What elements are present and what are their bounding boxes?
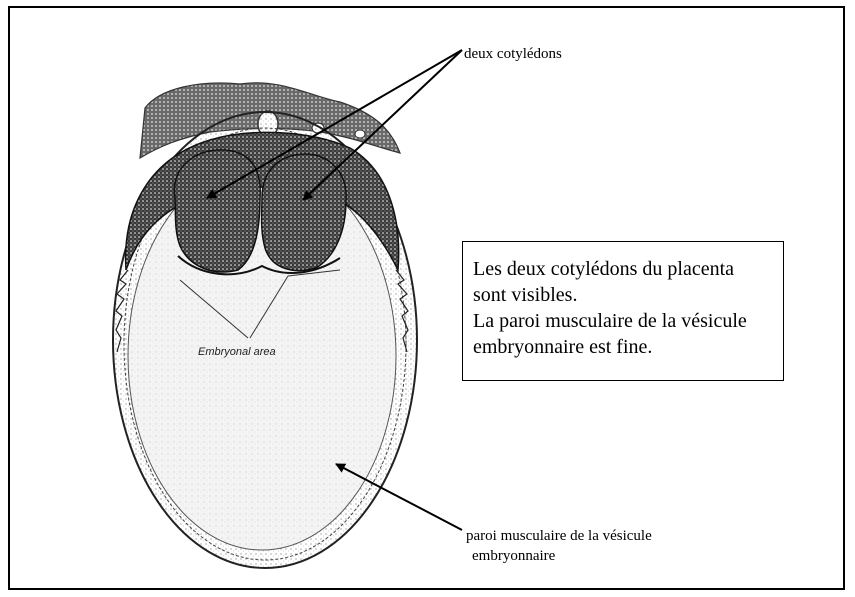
info-box-line: La paroi musculaire de la vésicule	[473, 308, 773, 334]
muscular-wall-label: paroi musculaire de la vésicule embryonn…	[466, 526, 786, 566]
embryonal-area-label: Embryonal area	[198, 346, 276, 358]
info-box: Les deux cotylédons du placenta sont vis…	[462, 241, 784, 381]
cotyledons-label: deux cotylédons	[464, 44, 562, 64]
muscular-wall-label-line2: embryonnaire	[466, 546, 786, 566]
muscular-wall-label-line1: paroi musculaire de la vésicule	[466, 526, 786, 546]
info-box-line: embryonnaire est fine.	[473, 334, 773, 360]
cotyledon-left	[174, 150, 260, 272]
figure-frame: Embryonal area deux cotylédons paroi mus…	[8, 6, 845, 590]
info-box-line: sont visibles.	[473, 282, 773, 308]
info-box-line: Les deux cotylédons du placenta	[473, 256, 773, 282]
